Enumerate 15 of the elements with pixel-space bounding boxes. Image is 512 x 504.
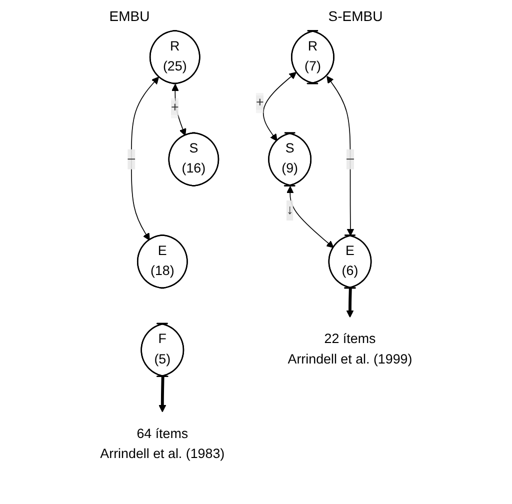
arrow (262, 72, 296, 142)
edge-label: – (346, 152, 354, 166)
edge-label: ↓ (286, 202, 293, 218)
node-text: 22 ítems Arrindell et al. (1999) (288, 332, 412, 367)
edge-label: + (256, 96, 264, 110)
arrow (158, 376, 166, 412)
edge-label: – (127, 152, 135, 166)
arrow (130, 76, 159, 240)
edge-label: + (170, 100, 179, 115)
arrow (286, 186, 334, 248)
arrow (346, 288, 354, 318)
node-text: 64 ítems Arrindell et al. (1983) (100, 427, 224, 462)
column-heading: EMBU (109, 8, 150, 24)
column-heading: S-EMBU (328, 8, 383, 24)
arrow (326, 76, 354, 236)
